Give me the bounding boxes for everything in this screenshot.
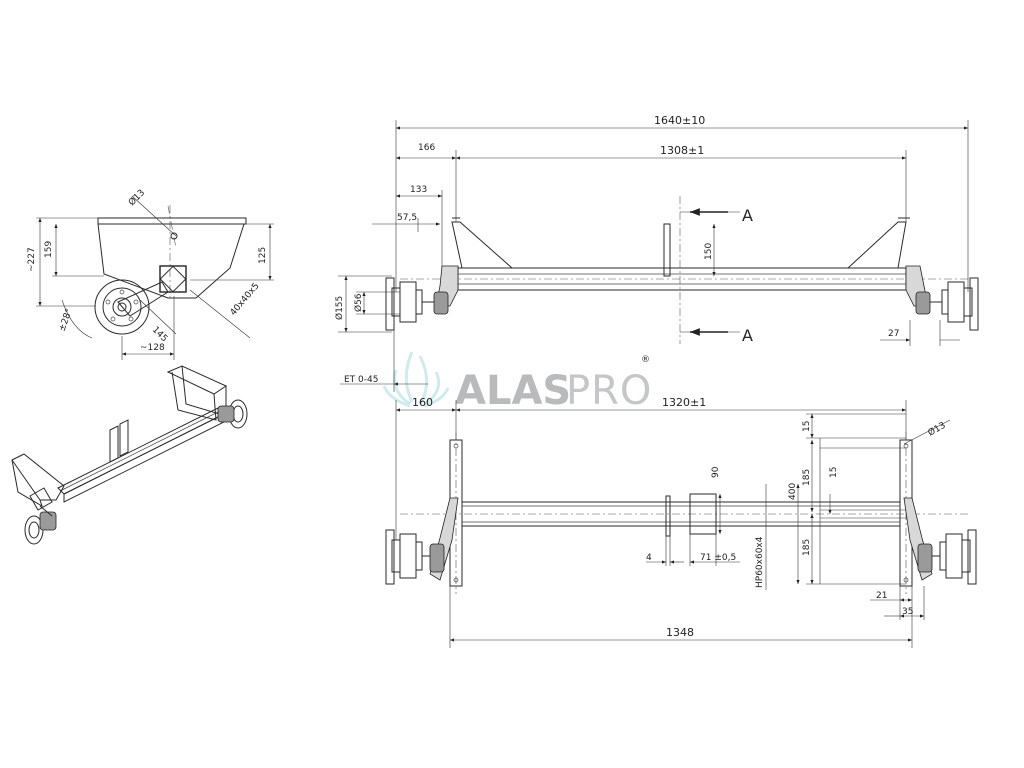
section-mark-a-top: A (742, 206, 753, 225)
logo-text-bold: ALAS (455, 368, 571, 414)
label-hole-13: Ø13 (926, 420, 948, 439)
logo-registered-mark: ® (641, 355, 650, 365)
section-mark-a-bottom: A (742, 326, 753, 345)
label-35: 35 (902, 607, 913, 617)
front-view: 1640±10 166 1308±1 133 57,5 150 A A Ø155… (334, 114, 979, 392)
label-185-lower: 185 (802, 539, 812, 556)
label-height-227: ~227 (27, 247, 37, 272)
label-15-mid: 15 (829, 467, 839, 478)
label-et-offset: ET 0-45 (344, 375, 378, 385)
label-height-159: 159 (44, 241, 54, 258)
label-profile-hp60: HP60x60x4 (755, 536, 765, 588)
label-57-5: 57,5 (397, 213, 417, 223)
logo-leaf-mark (382, 351, 450, 408)
label-15-top: 15 (802, 421, 812, 432)
label-185-upper: 185 (802, 469, 812, 486)
label-4: 4 (646, 553, 652, 563)
label-90: 90 (711, 466, 721, 478)
label-150: 150 (704, 243, 714, 260)
label-1320: 1320±1 (662, 396, 706, 409)
label-1348: 1348 (666, 626, 694, 639)
label-71: 71 ±0,5 (700, 553, 736, 563)
label-27: 27 (888, 329, 899, 339)
label-21: 21 (876, 591, 887, 601)
label-145: 145 (150, 325, 169, 344)
label-400: 400 (788, 483, 798, 500)
label-diameter-56: Ø56 (353, 293, 364, 312)
label-hub-diameter-155: Ø155 (334, 296, 345, 320)
top-view: 160 1320±1 15 Ø13 90 185 15 400 185 4 71… (385, 396, 977, 648)
side-view: Ø13 ~227 159 125 ±28° 145 40x40x5 ~128 (27, 187, 274, 360)
label-1308: 1308±1 (660, 144, 704, 157)
label-width-128: ~128 (140, 343, 165, 353)
label-swing-angle: ±28° (57, 308, 74, 334)
label-160: 160 (412, 396, 433, 409)
label-overall-length: 1640±10 (654, 114, 705, 127)
isometric-view (11, 365, 248, 545)
label-profile-40x40x5: 40x40x5 (229, 281, 262, 318)
alaspro-logo: ALAS PRO ® (382, 351, 652, 414)
logo-text-light: PRO (566, 368, 652, 414)
label-133: 133 (410, 185, 427, 195)
label-hole-diameter: Ø13 (126, 187, 147, 208)
label-166: 166 (418, 143, 435, 153)
label-height-125: 125 (258, 247, 268, 264)
